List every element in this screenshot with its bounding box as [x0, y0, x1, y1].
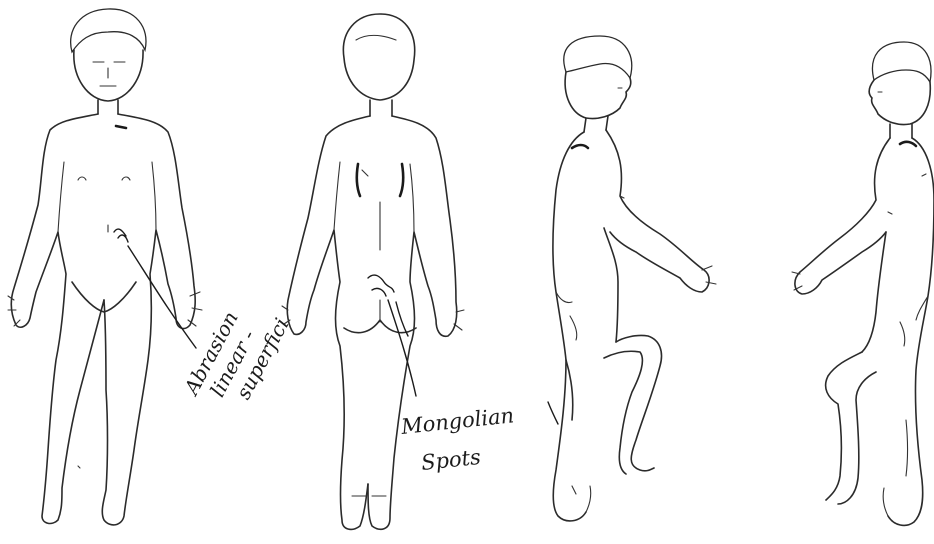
front-view-figure [8, 9, 202, 525]
mongolian-label-line-1: Mongolian [399, 403, 515, 439]
mongolian-spots-annotation: Mongolian Spots [399, 402, 558, 475]
mongolian-label-tick [548, 402, 558, 424]
mongolian-spots-mark [368, 275, 416, 396]
left-side-view-figure [792, 42, 934, 525]
abrasion-annotation: Abrasion linear - superfici [178, 291, 293, 422]
mongolian-label-line-2: Spots [420, 445, 482, 475]
right-side-view-figure [553, 36, 716, 521]
abrasion-mark [114, 229, 196, 348]
